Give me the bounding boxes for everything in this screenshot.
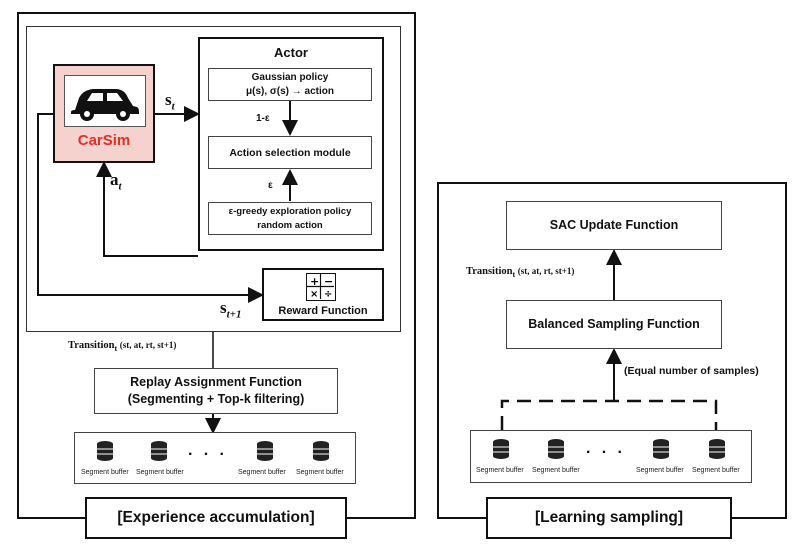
left-caption-box: [Experience accumulation] [85,497,347,539]
right-transition-subscript: t [512,270,516,280]
left-buffer-2-label: Segment buffer [136,469,184,476]
greedy-policy-line1: ε-greedy exploration policy [228,206,352,217]
right-buffer-4-label: Segment buffer [692,467,740,474]
right-caption-box: [Learning sampling] [486,497,732,539]
right-buffer-1-label: Segment buffer [476,467,524,474]
left-buffer-1-icon [96,440,114,467]
replay-assignment-box: Replay Assignment Function (Segmenting +… [94,368,338,414]
left-transition-label: Transitiont (st, at, rt, st+1) [68,340,176,353]
left-transition-word: Transition [68,340,115,351]
right-buffer-ellipsis: · · · [586,444,626,461]
right-buffer-3-icon [652,438,670,465]
svg-text:+: + [310,275,319,288]
environment-panel [26,26,401,332]
greedy-policy-box: ε-greedy exploration policy random actio… [208,202,372,235]
car-icon [64,75,146,127]
gaussian-policy-line2: μ(s), σ(s) → action [246,86,334,97]
actor-box: Actor [198,37,384,251]
svg-text:×: × [310,289,318,299]
right-transition-tuple: (st, at, rt, st+1) [517,266,575,276]
gaussian-policy-box: Gaussian policy μ(s), σ(s) → action [208,68,372,101]
equal-samples-label: (Equal number of samples) [624,365,759,377]
right-buffer-1-icon [492,438,510,465]
right-buffers-box [470,430,752,483]
state-symbol: s [165,90,172,109]
left-buffer-3-icon [256,440,274,467]
gaussian-policy-line1: Gaussian policy [251,72,329,83]
greedy-policy-line2: random action [257,220,323,231]
actor-title: Actor [274,45,308,60]
next-state-subscript: t+1 [226,308,242,321]
action-symbol: a [110,170,119,189]
state-subscript: t [171,100,175,113]
next-state-symbol: s [220,298,227,317]
right-buffer-4-icon [708,438,726,465]
balanced-sampling-label: Balanced Sampling Function [528,317,700,331]
one-minus-epsilon-label: 1-ε [256,113,270,124]
carsim-label: CarSim [77,132,131,149]
state-label: st [165,90,175,112]
replay-line1: Replay Assignment Function [130,375,302,389]
action-selection-label: Action selection module [229,147,351,159]
next-state-label: st+1 [220,298,241,320]
next-state-arrow [37,113,264,303]
carsim-box: CarSim [53,64,155,163]
balanced-sampling-box: Balanced Sampling Function [506,300,722,349]
sac-update-label: SAC Update Function [549,218,679,232]
left-caption: [Experience accumulation] [117,509,315,526]
left-buffer-1-label: Segment buffer [81,469,129,476]
calculator-icon: + − × ÷ [306,273,336,301]
sac-update-box: SAC Update Function [506,201,722,250]
action-arrow [96,161,198,257]
left-buffer-3-label: Segment buffer [238,469,286,476]
right-caption: [Learning sampling] [534,509,684,526]
dashed-bracket [500,399,718,430]
left-buffers-box [74,432,356,484]
left-buffer-4-icon [312,440,330,467]
right-transition-word: Transition [466,266,513,277]
action-selection-box: Action selection module [208,136,372,169]
action-label: at [110,170,122,192]
right-buffer-3-label: Segment buffer [636,467,684,474]
left-transition-tuple: (st, at, rt, st+1) [119,340,177,350]
left-buffer-2-icon [150,440,168,467]
reward-function-box: + − × ÷ Reward Function [262,268,384,321]
svg-text:÷: ÷ [324,289,332,299]
reward-function-label: Reward Function [278,305,368,317]
left-buffer-ellipsis: · · · [188,446,228,463]
epsilon-label: ε [268,180,273,191]
action-subscript: t [118,180,122,193]
replay-line2: (Segmenting + Top-k filtering) [127,392,305,406]
left-buffer-4-label: Segment buffer [296,469,344,476]
right-buffer-2-label: Segment buffer [532,467,580,474]
right-transition-label: Transitiont (st, at, rt, st+1) [466,266,574,279]
svg-text:−: − [324,275,333,288]
right-buffer-2-icon [547,438,565,465]
left-transition-subscript: t [114,344,118,354]
